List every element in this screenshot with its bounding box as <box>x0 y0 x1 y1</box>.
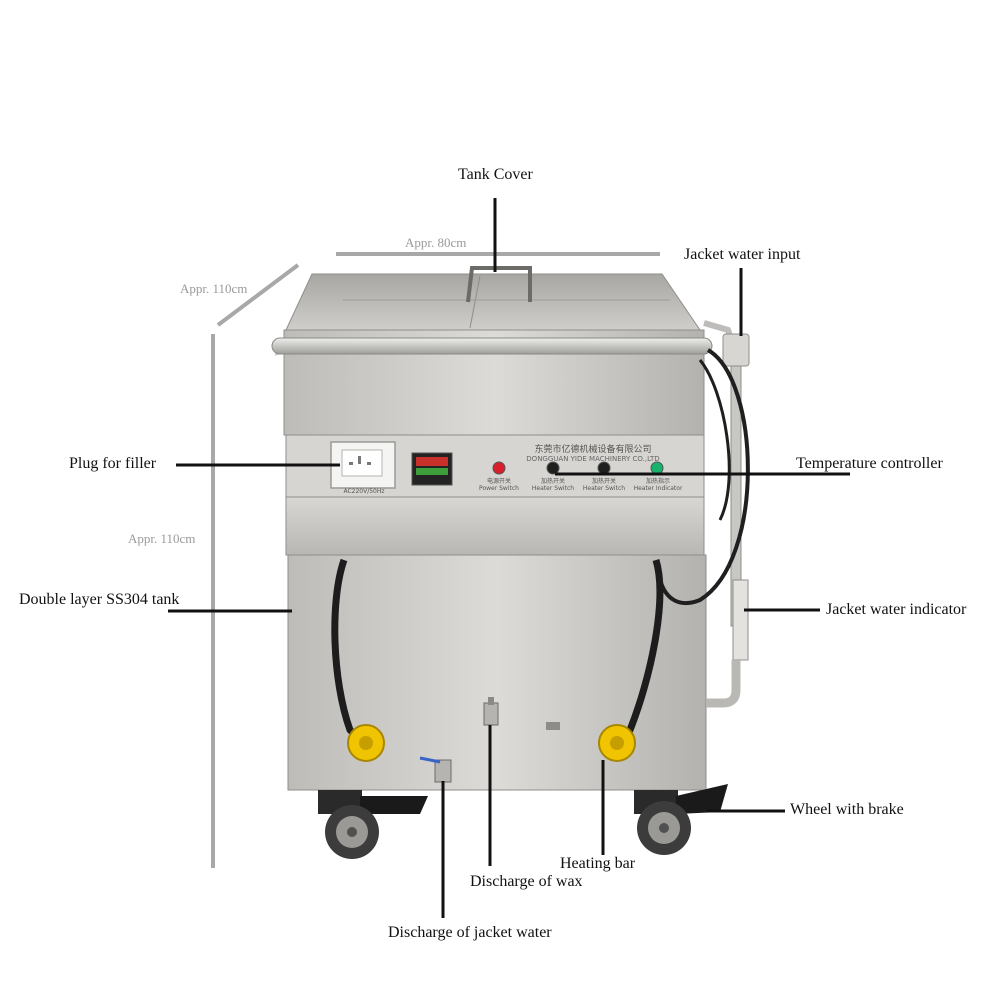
heating-cable-left <box>331 558 365 745</box>
socket-rating: AC220V/50Hz <box>343 488 385 495</box>
jacket-water-input-cup <box>722 333 750 367</box>
label-discharge-of-wax: Discharge of wax <box>470 873 583 890</box>
heater-switch-1 <box>546 461 560 475</box>
switch-label-en: Heater Indicator <box>633 485 683 492</box>
tank-cover <box>285 273 701 331</box>
handrail <box>271 337 713 355</box>
switch-label-cn: 加热开关 <box>591 478 616 485</box>
heater-switch-2 <box>597 461 611 475</box>
wax-discharge-valve <box>483 702 499 726</box>
caster-left <box>318 790 428 859</box>
heater-indicator-light <box>650 461 664 475</box>
power-cable <box>658 348 750 606</box>
panel-company-cn: 东莞市亿德机械设备有限公司 <box>534 445 652 455</box>
label-temperature-controller: Temperature controller <box>796 455 943 472</box>
label-heating-bar: Heating bar <box>560 855 636 872</box>
label-jacket-water-indicator: Jacket water indicator <box>826 601 967 618</box>
switch-label-cn: 加热开关 <box>540 478 565 485</box>
switch-label-en: Power Switch <box>479 485 519 492</box>
heating-cable-right <box>617 558 664 745</box>
switch-label-en: Heater Switch <box>582 485 626 492</box>
label-jacket-water-input: Jacket water input <box>684 246 801 263</box>
depth-dimension-label: Appr. 110cm <box>180 281 248 296</box>
lid-handle <box>466 266 532 303</box>
label-plug-for-filler: Plug for filler <box>69 455 157 472</box>
label-tank-cover: Tank Cover <box>458 166 533 183</box>
switch-label-cn: 电源开关 <box>486 478 511 485</box>
jacket-water-discharge-valve <box>434 759 452 783</box>
panel-company-en: DONGGUAN YIDE MACHINERY CO.,LTD <box>526 455 660 463</box>
switch-label-en: Heater Switch <box>531 485 575 492</box>
switch-label-cn: 加热指示 <box>645 478 670 485</box>
label-double-layer-tank: Double layer SS304 tank <box>19 591 180 608</box>
switch-label-power: 电源开关 Power Switch <box>474 478 524 492</box>
switch-label-heater-2: 加热开关 Heater Switch <box>579 478 629 492</box>
power-switch <box>492 461 506 475</box>
label-wheel-with-brake: Wheel with brake <box>790 801 904 818</box>
label-discharge-of-jacket-water: Discharge of jacket water <box>388 924 552 941</box>
caster-right <box>634 784 728 855</box>
switch-label-heater-1: 加热开关 Heater Switch <box>528 478 578 492</box>
height-dimension-label: Appr. 110cm <box>128 531 196 546</box>
depth-dimension-line <box>216 263 300 327</box>
switch-label-indicator: 加热指示 Heater Indicator <box>630 478 686 492</box>
double-layer-tank <box>287 554 707 791</box>
width-dimension-label: Appr. 80cm <box>405 235 467 250</box>
jacket-water-gauge <box>732 579 749 661</box>
